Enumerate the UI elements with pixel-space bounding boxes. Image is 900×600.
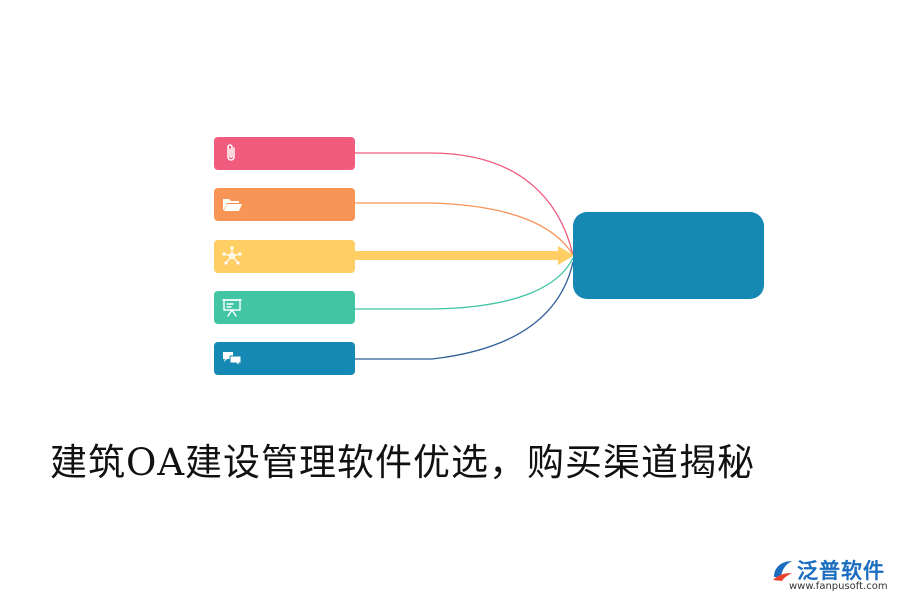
folder-icon [223, 199, 242, 211]
network-icon [222, 246, 242, 265]
page-title: 建筑OA建设管理软件优选，购买渠道揭秘 [50, 441, 756, 484]
presentation-icon [222, 299, 242, 317]
connector-line-1 [355, 152, 574, 256]
target-node [573, 212, 764, 299]
source-node-5 [214, 342, 355, 375]
logo-name: 泛普软件 [797, 559, 885, 583]
connector-line-4 [355, 257, 574, 310]
source-node-4 [214, 291, 355, 324]
connector-line-5 [355, 261, 574, 360]
source-node-2 [214, 188, 355, 221]
connector-arrow-3 [355, 246, 574, 265]
source-node-1 [214, 137, 355, 170]
chat-bubbles-icon [223, 352, 242, 368]
logo-mark-icon [773, 561, 792, 581]
paperclip-icon [227, 144, 235, 161]
logo-url: www.fanpusoft.com [789, 581, 888, 592]
connector-line-2 [355, 202, 574, 256]
source-node-3 [214, 240, 355, 273]
brand-logo[interactable]: 泛普软件 www.fanpusoft.com [765, 553, 895, 597]
